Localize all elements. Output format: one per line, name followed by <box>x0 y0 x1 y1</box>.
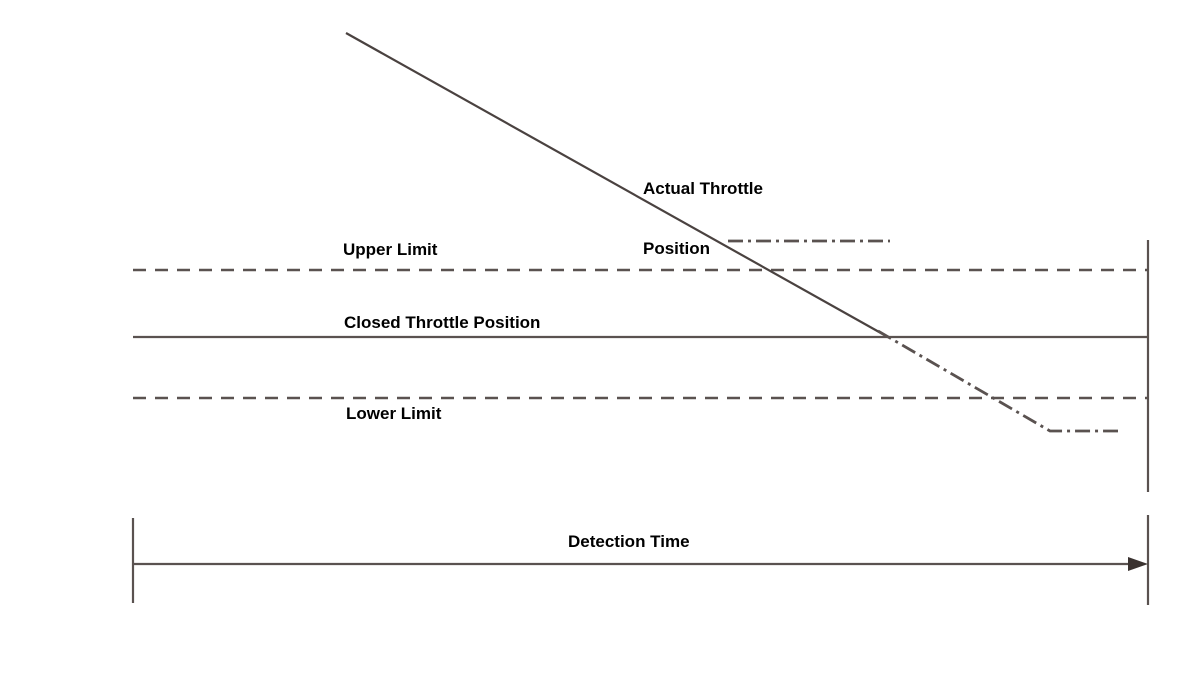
closed-throttle-position-label: Closed Throttle Position <box>344 313 541 332</box>
sensed-throttle-descending-segment <box>877 329 1118 433</box>
actual-throttle-position-label-line1: Actual Throttle <box>643 179 763 198</box>
actual-throttle-position-line <box>345 32 889 338</box>
actual-throttle-position-label-line2: Position <box>643 239 711 258</box>
detection-time-arrowhead <box>1128 557 1148 571</box>
actual-throttle-position-label: Actual Throttle Position <box>643 139 763 299</box>
lower-limit-label: Lower Limit <box>346 404 442 423</box>
detection-time-label: Detection Time <box>568 532 690 551</box>
upper-limit-label: Upper Limit <box>343 240 438 259</box>
